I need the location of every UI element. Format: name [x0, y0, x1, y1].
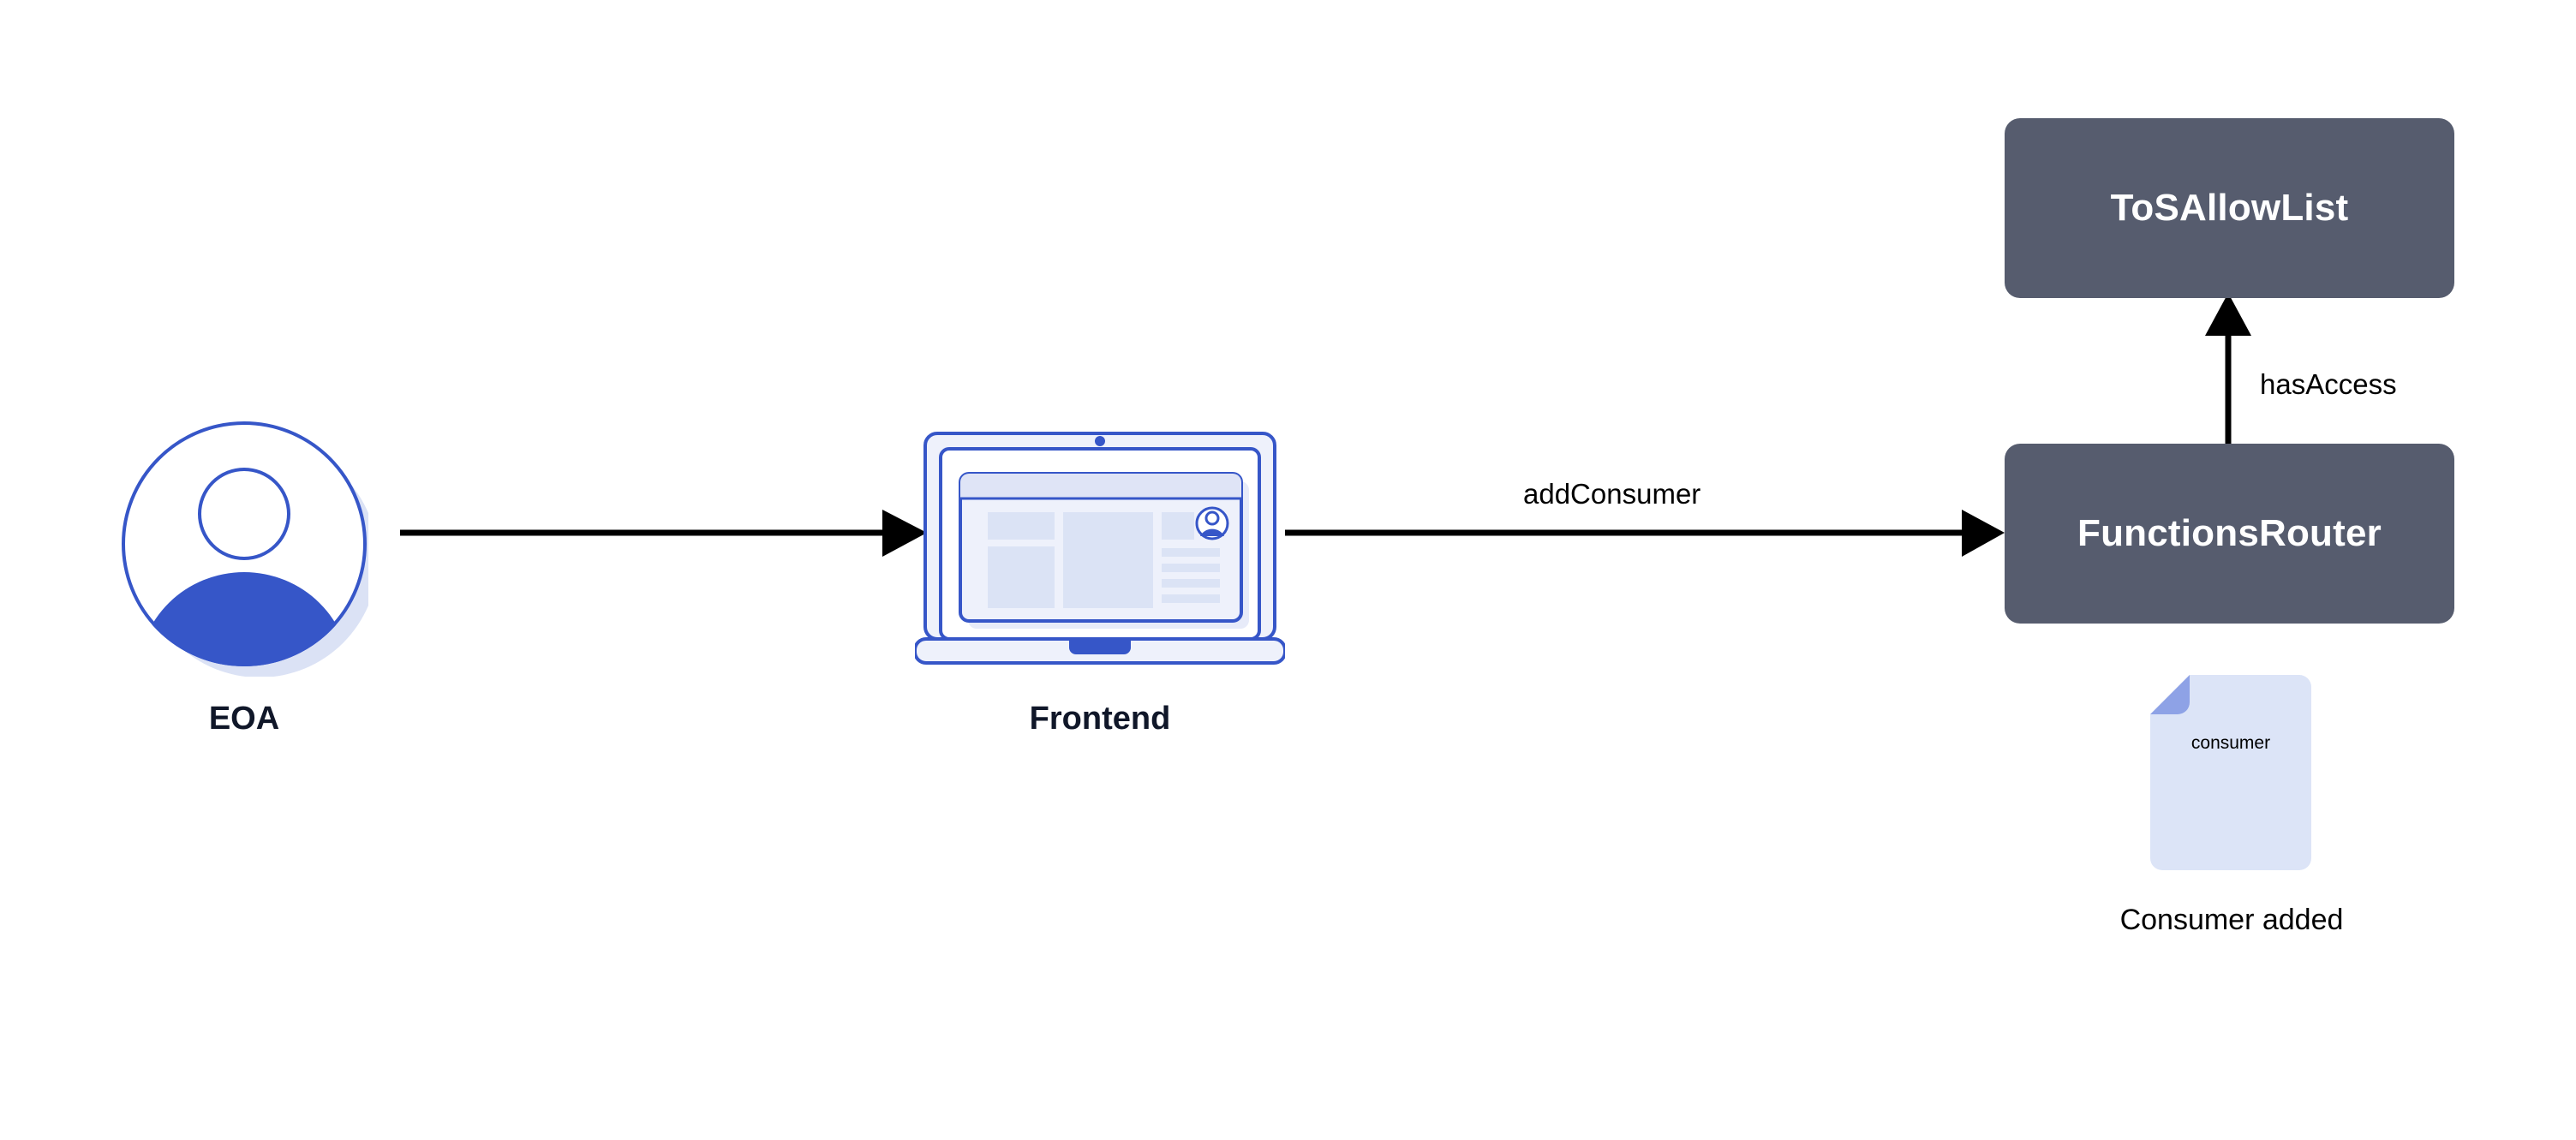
eoa-node[interactable] [120, 420, 378, 677]
frontend-node[interactable] [913, 428, 1287, 668]
browser-avatar-icon [1195, 506, 1229, 540]
edge-label-has-access: hasAccess [2260, 368, 2397, 400]
edge-functionsrouter-to-tosallowlist [2205, 293, 2251, 444]
consumer-document-node[interactable]: consumer [2150, 675, 2311, 870]
edge-label-add-consumer: addConsumer [1523, 478, 1701, 510]
edge-eoa-to-frontend [400, 510, 927, 557]
document-icon [2150, 675, 2311, 870]
edge-frontend-to-functionsrouter [1285, 510, 2005, 557]
frontend-label: Frontend [1029, 701, 1171, 737]
node-functions-router[interactable]: FunctionsRouter [2005, 444, 2454, 624]
node-tos-allow-list[interactable]: ToSAllowList [2005, 118, 2454, 298]
eoa-label: EOA [208, 701, 280, 737]
consumer-document-label: consumer [2190, 733, 2271, 753]
consumer-added-caption: Consumer added [2119, 904, 2344, 936]
functions-router-label: FunctionsRouter [2077, 511, 2382, 554]
laptop-browser-icon [913, 432, 1287, 665]
user-avatar-icon [122, 421, 378, 677]
tos-allow-list-label: ToSAllowList [2110, 186, 2349, 229]
